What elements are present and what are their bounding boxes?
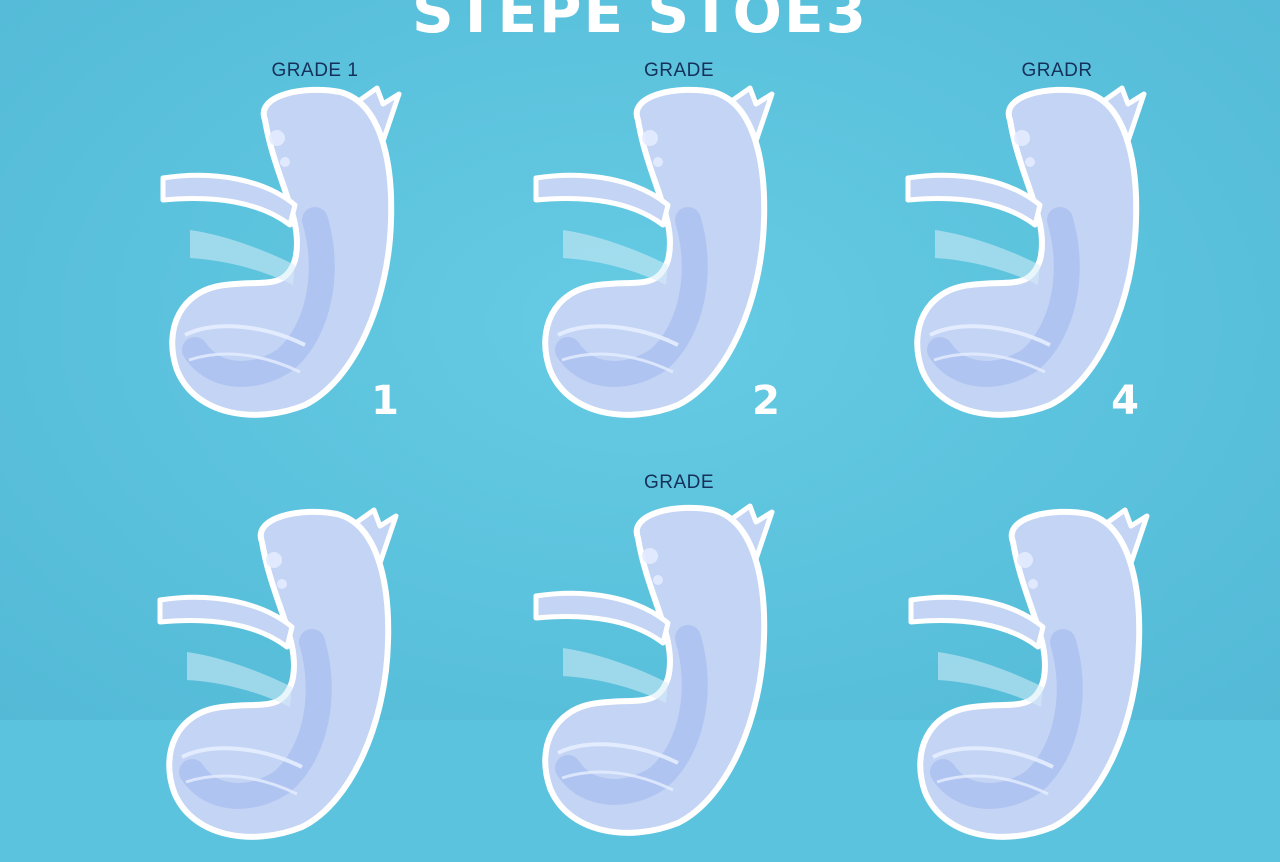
stomach-icon [900, 80, 1160, 440]
stomach-icon [528, 80, 788, 440]
grade-label-1: GRADE 1 [271, 60, 359, 81]
stomach-icon [155, 80, 415, 440]
stomach-icon [528, 498, 788, 858]
grade-label-5: GRADE [643, 472, 715, 493]
grade-number-3: 4 [1111, 378, 1139, 424]
grade-label-3: GRADR [1021, 60, 1093, 81]
grade-number-1: 1 [371, 378, 399, 424]
grade-number-2: 2 [752, 378, 780, 424]
stomach-icon [152, 502, 412, 862]
stomach-icon [903, 502, 1163, 862]
grade-label-2: GRADE [643, 60, 715, 81]
page-title: STEPE STOE3 [412, 0, 868, 46]
